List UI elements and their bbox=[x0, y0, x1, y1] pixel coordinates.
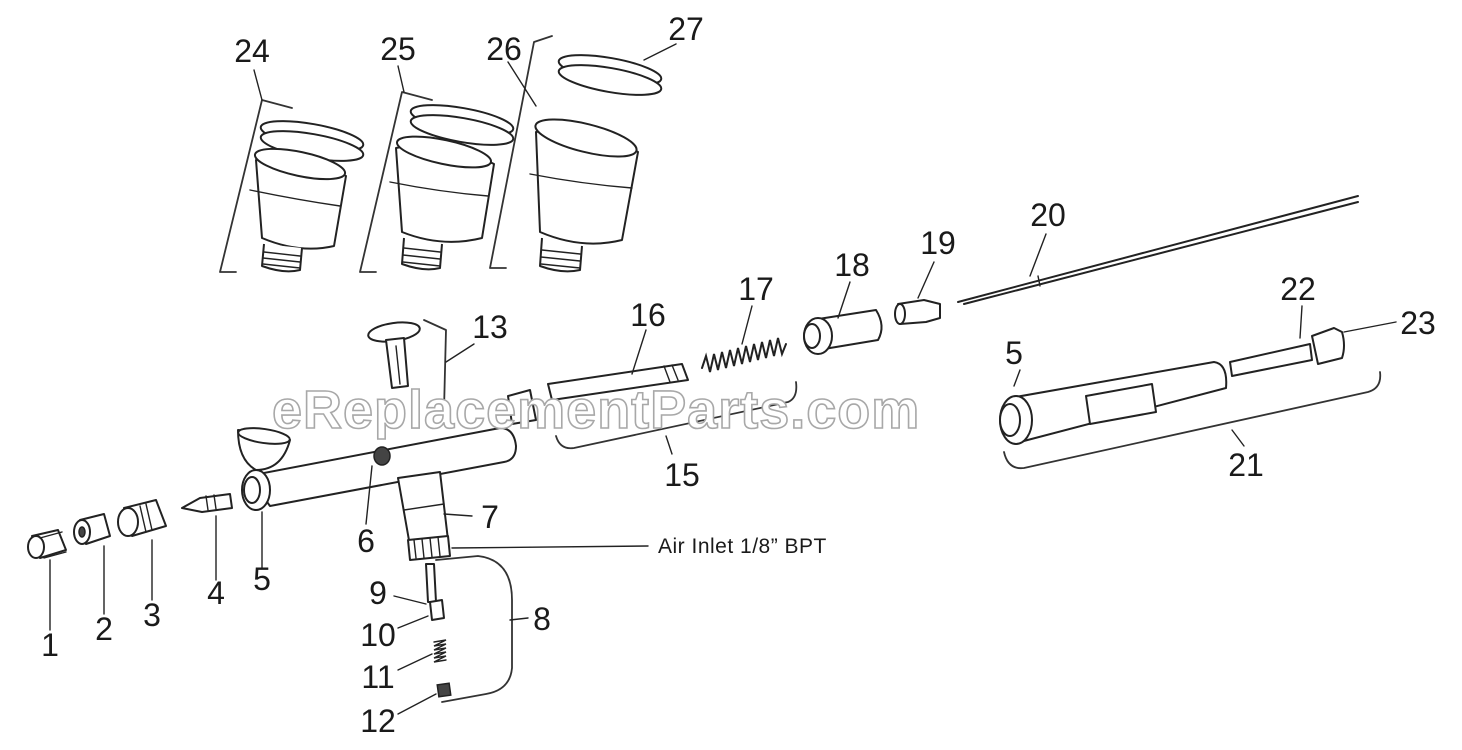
part-label-8: 8 bbox=[533, 601, 551, 637]
needle-20 bbox=[957, 195, 1359, 305]
part-label-23: 23 bbox=[1400, 305, 1436, 341]
nozzle-cap-2 bbox=[73, 513, 111, 545]
part-label-1: 1 bbox=[41, 627, 59, 663]
part-label-16: 16 bbox=[630, 297, 666, 333]
air-inlet-callout: Air Inlet 1/8” BPT bbox=[658, 535, 827, 558]
part-label-7: 7 bbox=[481, 499, 499, 535]
part-label-3: 3 bbox=[143, 597, 161, 633]
part-label-15: 15 bbox=[664, 457, 700, 493]
needle-guide-15-16 bbox=[507, 363, 689, 425]
valve-spring-11 bbox=[433, 639, 447, 663]
part-label-21: 21 bbox=[1228, 447, 1264, 483]
part-label-25: 25 bbox=[380, 31, 416, 67]
fitting-6 bbox=[373, 446, 391, 466]
part-label-24: 24 bbox=[234, 33, 270, 69]
cup-lid-27 bbox=[557, 54, 663, 96]
part-label-27: 27 bbox=[668, 11, 704, 47]
part-label-26: 26 bbox=[486, 31, 522, 67]
part-label-10: 10 bbox=[360, 617, 396, 653]
part-label-5-body: 5 bbox=[253, 561, 271, 597]
valve-stem-9-10 bbox=[425, 563, 445, 621]
spring-17 bbox=[701, 337, 787, 373]
bracket-13 bbox=[423, 319, 447, 411]
valve-screw-12 bbox=[436, 682, 452, 698]
part-label-12: 12 bbox=[360, 703, 396, 739]
watermark: eReplacementParts.com bbox=[272, 380, 920, 440]
air-valve-7 bbox=[397, 471, 451, 561]
color-cup-26 bbox=[489, 35, 639, 273]
needle-cap-1 bbox=[27, 529, 67, 559]
part-label-17: 17 bbox=[738, 271, 774, 307]
part-label-18: 18 bbox=[834, 247, 870, 283]
trigger-13 bbox=[367, 321, 421, 389]
bracket-15 bbox=[555, 381, 798, 450]
handle-21 bbox=[999, 361, 1228, 445]
bracket-8 bbox=[435, 555, 513, 703]
part-label-20: 20 bbox=[1030, 197, 1066, 233]
tube-nut-18 bbox=[803, 309, 883, 355]
part-label-22: 22 bbox=[1280, 271, 1316, 307]
airbrush-body-5 bbox=[237, 427, 517, 511]
part-label-9: 9 bbox=[369, 575, 387, 611]
part-label-4: 4 bbox=[207, 575, 225, 611]
part-label-19: 19 bbox=[920, 225, 956, 261]
leader-lines bbox=[49, 43, 1397, 715]
part-label-13: 13 bbox=[472, 309, 508, 345]
nozzle-3 bbox=[117, 499, 167, 537]
part-label-6: 6 bbox=[357, 523, 375, 559]
part-label-2: 2 bbox=[95, 611, 113, 647]
needle-chucking-nut-19 bbox=[894, 299, 941, 325]
color-cup-24 bbox=[219, 99, 365, 273]
bracket-21 bbox=[1003, 371, 1382, 470]
nozzle-4 bbox=[181, 493, 233, 513]
adjuster-22-23 bbox=[1229, 327, 1345, 377]
color-cup-25 bbox=[359, 91, 515, 273]
part-label-11: 11 bbox=[361, 659, 394, 695]
part-label-5-handle: 5 bbox=[1005, 335, 1023, 371]
